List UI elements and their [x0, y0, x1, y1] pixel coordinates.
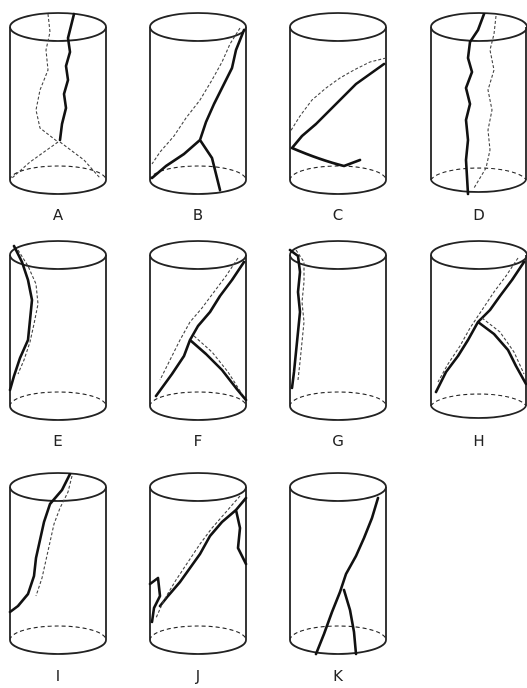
specimen-label: A [53, 206, 64, 224]
specimen-label: I [56, 667, 60, 685]
cylinder-outline [150, 473, 246, 654]
specimen-label: C [333, 206, 343, 224]
specimen-h: H [431, 241, 527, 450]
specimen-b: B [150, 13, 246, 224]
specimen-label: B [193, 206, 203, 224]
specimen-label: E [53, 432, 62, 450]
hidden-crack-line [290, 58, 386, 132]
crack-line [156, 262, 246, 400]
crack-line [290, 250, 300, 388]
cylinder-outline [10, 473, 106, 654]
specimen-j: J [150, 473, 246, 685]
specimen-label: H [473, 432, 484, 450]
specimen-f: F [150, 241, 246, 450]
cylinder-outline [290, 473, 386, 654]
specimen-a: A [10, 13, 106, 224]
specimen-d: D [431, 13, 527, 224]
specimen-label: G [332, 432, 344, 450]
crack-line [150, 498, 246, 622]
specimen-label: F [194, 432, 203, 450]
specimen-g: G [290, 241, 386, 450]
specimen-label: D [473, 206, 485, 224]
specimen-e: E [10, 241, 106, 450]
specimen-label: J [195, 667, 200, 685]
cylinder-outline [431, 241, 527, 418]
specimen-i: I [10, 473, 106, 685]
crack-line [60, 14, 74, 140]
specimen-label: K [333, 667, 344, 685]
crack-line [436, 262, 526, 392]
crack-line [316, 498, 378, 654]
specimen-k: K [290, 473, 386, 685]
specimen-c: C [290, 13, 386, 224]
cylinder-outline [431, 13, 527, 192]
